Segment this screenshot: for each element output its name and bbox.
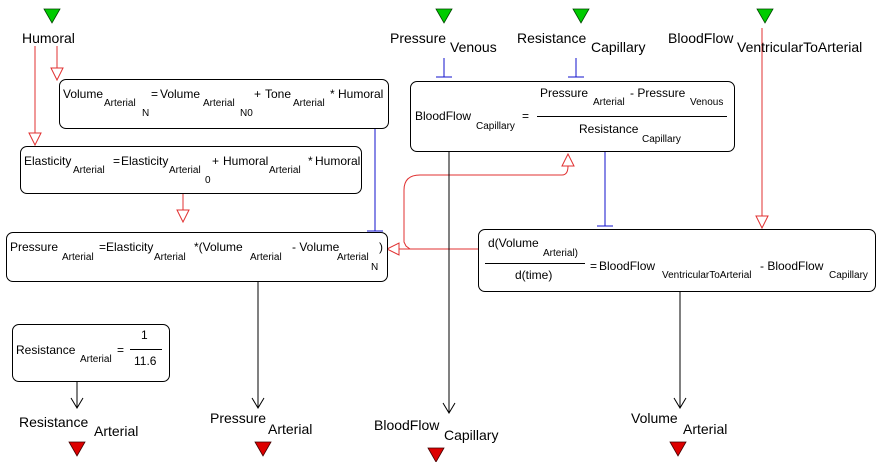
input-label-humoral[interactable]: Humoral bbox=[22, 30, 75, 46]
t3: Humoral bbox=[315, 154, 361, 168]
resistance-text: Resistance bbox=[517, 30, 587, 46]
plus: + bbox=[254, 87, 262, 101]
minus-volume: - Volume bbox=[292, 240, 340, 254]
lhs-sub: Arterial bbox=[104, 98, 136, 109]
close-paren: ) bbox=[379, 240, 383, 254]
t3-sub: Arterial bbox=[337, 252, 369, 263]
equals: = bbox=[117, 343, 125, 357]
volume-text: Volume bbox=[631, 410, 678, 426]
equation-box-volume-n[interactable]: Volume Arterial N = Volume Arterial N0 +… bbox=[59, 79, 389, 129]
pressure-text: Pressure bbox=[390, 30, 447, 46]
times: * bbox=[308, 154, 313, 168]
flow-arrows bbox=[70, 152, 687, 414]
num-sub: Arterial) bbox=[543, 248, 579, 259]
equation-box-elasticity[interactable]: Elasticity Arterial = Elasticity Arteria… bbox=[20, 146, 362, 194]
lhs: Volume bbox=[63, 87, 104, 101]
input-marker-humoral[interactable] bbox=[43, 8, 61, 24]
humoral-links bbox=[28, 28, 769, 256]
num2-sub: Venous bbox=[690, 97, 724, 108]
plus: + bbox=[212, 154, 220, 168]
t1-sub: Arterial bbox=[169, 165, 201, 176]
input-marker-resistance-capillary[interactable] bbox=[572, 8, 590, 24]
lhs-sub2: N bbox=[142, 108, 150, 119]
lhs-sub: Arterial bbox=[80, 354, 112, 365]
bloodflow-text: BloodFlow bbox=[374, 417, 440, 433]
output-marker-volume-arterial[interactable] bbox=[669, 441, 687, 457]
fraction-bar bbox=[485, 263, 585, 264]
equals: = bbox=[113, 154, 121, 168]
equals: = bbox=[522, 109, 530, 123]
t1-sub: Arterial bbox=[203, 98, 235, 109]
minus-pressure: - Pressure bbox=[630, 86, 686, 100]
num1: Pressure bbox=[540, 86, 589, 100]
t2: Humoral bbox=[223, 154, 269, 168]
lhs-sub: Capillary bbox=[476, 121, 515, 132]
equals: = bbox=[151, 87, 159, 101]
t1: Volume bbox=[160, 87, 201, 101]
bloodflow-text: BloodFlow bbox=[668, 30, 734, 46]
lhs: BloodFlow bbox=[415, 109, 472, 123]
t2-sub: Capillary bbox=[829, 270, 868, 281]
blue-links bbox=[367, 58, 613, 232]
den-sub: Capillary bbox=[642, 134, 681, 145]
t1-sub: Arterial bbox=[154, 252, 186, 263]
arterial-subscript: Arterial bbox=[268, 421, 313, 437]
input-marker-bloodflow-v2a[interactable] bbox=[756, 8, 774, 24]
fraction-bar bbox=[130, 349, 162, 350]
equation-box-pressure[interactable]: Pressure Arterial = Elasticity Arterial … bbox=[6, 232, 388, 282]
t1-sub2: N0 bbox=[240, 108, 253, 119]
t3-sub2: N bbox=[371, 262, 379, 273]
num: d(Volume bbox=[488, 236, 539, 250]
pressure-text: Pressure bbox=[210, 410, 267, 426]
arterial-subscript: Arterial bbox=[683, 421, 728, 437]
minus-bloodflow: - BloodFlow bbox=[760, 259, 824, 273]
venous-subscript: Venous bbox=[450, 39, 497, 55]
equation-box-dvdt[interactable]: d(Volume Arterial) d(time) = BloodFlow V… bbox=[478, 229, 876, 292]
output-marker-pressure-arterial[interactable] bbox=[254, 441, 272, 457]
t2-sub: Arterial bbox=[269, 165, 301, 176]
arterial-subscript: Arterial bbox=[94, 423, 139, 439]
equals: = bbox=[99, 240, 107, 254]
t1-sub2: 0 bbox=[205, 175, 211, 186]
output-marker-bloodflow-capillary[interactable] bbox=[427, 447, 445, 462]
lhs: Resistance bbox=[16, 343, 76, 357]
num1-sub: Arterial bbox=[593, 97, 625, 108]
den: 11.6 bbox=[134, 354, 157, 368]
open-volume: *(Volume bbox=[194, 240, 243, 254]
num: 1 bbox=[141, 328, 148, 342]
t1: BloodFlow bbox=[599, 259, 656, 273]
input-marker-pressure-venous[interactable] bbox=[435, 8, 453, 24]
t1-sub: VentricularToArterial bbox=[662, 270, 752, 281]
equation-box-bloodflow[interactable]: BloodFlow Capillary = Pressure Arterial … bbox=[410, 81, 735, 152]
t2-sub: Arterial bbox=[250, 252, 282, 263]
t2-sub: Arterial bbox=[293, 98, 325, 109]
output-marker-resistance-arterial[interactable] bbox=[68, 441, 86, 457]
den: d(time) bbox=[515, 268, 553, 282]
equals: = bbox=[590, 259, 598, 273]
fraction-bar bbox=[537, 116, 727, 117]
lhs-sub: Arterial bbox=[73, 165, 105, 176]
lhs-sub: Arterial bbox=[62, 252, 94, 263]
t2: Tone bbox=[265, 87, 292, 101]
times: * bbox=[330, 87, 335, 101]
t1: Elasticity bbox=[106, 240, 154, 254]
t3: Humoral bbox=[338, 87, 384, 101]
capillary-subscript: Capillary bbox=[444, 427, 499, 443]
lhs: Pressure bbox=[10, 240, 59, 254]
resistance-text: Resistance bbox=[19, 414, 89, 430]
capillary-subscript: Capillary bbox=[591, 39, 646, 55]
equation-box-resistance[interactable]: Resistance Arterial = 1 11.6 bbox=[12, 324, 170, 382]
den: Resistance bbox=[579, 122, 639, 136]
t1: Elasticity bbox=[121, 154, 169, 168]
lhs: Elasticity bbox=[24, 154, 72, 168]
v2a-subscript: VentricularToArterial bbox=[737, 39, 863, 55]
